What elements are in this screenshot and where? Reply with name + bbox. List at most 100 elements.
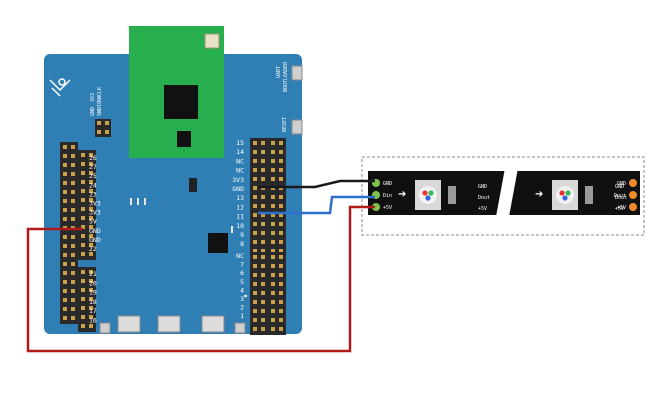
smd-parts	[130, 198, 247, 297]
debug-label: 3V3	[90, 93, 96, 102]
header-pin	[253, 249, 257, 253]
led-lens	[556, 186, 574, 204]
header-pin	[81, 171, 85, 175]
header-pin	[63, 316, 67, 320]
header-pin	[253, 273, 257, 277]
header-pin	[89, 234, 93, 238]
header-pin	[63, 244, 67, 248]
header-pin	[253, 264, 257, 268]
header-pin	[279, 204, 283, 208]
header-pin	[261, 249, 265, 253]
header-pin	[81, 306, 85, 310]
right-pin-label: 4	[240, 286, 244, 294]
header-pin	[63, 298, 67, 302]
header-pin	[271, 213, 275, 217]
header-pin	[253, 141, 257, 145]
header-pin	[63, 280, 67, 284]
led-green	[565, 190, 571, 196]
header-pin	[261, 300, 265, 304]
right-pin-label: 15	[236, 139, 244, 147]
header-pin	[261, 264, 265, 268]
header-pin	[81, 234, 85, 238]
header-pin	[89, 306, 93, 310]
arrow-right-icon: ➔	[535, 189, 543, 200]
header-pin	[89, 288, 93, 292]
module-led	[204, 33, 220, 49]
right-pin-label: NC	[236, 167, 244, 175]
header-pin	[253, 300, 257, 304]
right-pin-label: 1	[240, 312, 244, 320]
header-pin	[63, 217, 67, 221]
strip-cell-label: Dout	[615, 195, 627, 201]
header-pin	[261, 168, 265, 172]
header-pin	[63, 145, 67, 149]
reset-button[interactable]	[291, 119, 303, 135]
header-pin	[271, 150, 275, 154]
right-pin-label: GND	[232, 185, 244, 193]
strip-pad-right	[629, 191, 637, 199]
wire-power	[26, 205, 375, 353]
header-pin	[71, 298, 75, 302]
strip-cell-label: Dout	[478, 195, 490, 201]
right-pin-label: 6	[240, 269, 244, 277]
header-pin	[81, 162, 85, 166]
wire-gnd	[258, 179, 375, 189]
header-pin	[89, 180, 93, 184]
strip-break	[495, 168, 518, 222]
header-pin	[71, 316, 75, 320]
header-pin	[71, 262, 75, 266]
header-pin	[271, 141, 275, 145]
header-pin	[279, 141, 283, 145]
header-pin	[261, 318, 265, 322]
left-pin-label: 25	[89, 172, 97, 180]
left-pin-label: 26	[89, 154, 97, 162]
header-pin	[261, 255, 265, 259]
strip-pad-right-label: Dout	[614, 193, 626, 199]
header-pin	[253, 177, 257, 181]
left-pin-label: 16	[89, 317, 97, 325]
left-pin-label: GND	[89, 236, 101, 244]
header-pin	[71, 172, 75, 176]
right-pin-label: 3V3	[232, 176, 244, 184]
header-pin	[279, 327, 283, 331]
header-pin	[71, 145, 75, 149]
header-pin	[253, 318, 257, 322]
header-pin	[279, 249, 283, 253]
header-pin	[81, 225, 85, 229]
strip-pad-right	[629, 203, 637, 211]
led-blue	[562, 195, 568, 201]
header-pin	[81, 189, 85, 193]
left-pin-label: 20	[89, 279, 97, 287]
header-pin	[253, 204, 257, 208]
right-pin-label: 11	[236, 213, 244, 221]
led-lens	[419, 186, 437, 204]
header-pin	[81, 243, 85, 247]
header-pin	[71, 163, 75, 167]
strip-pad-left-label: Din	[383, 193, 392, 199]
debug-label: SWCLK	[97, 87, 103, 102]
header-pin	[81, 153, 85, 157]
header-pin	[63, 208, 67, 212]
header-pin	[89, 225, 93, 229]
left-pin-label: 21	[89, 270, 97, 278]
strip-pad-left	[372, 203, 380, 211]
strip-cell-label: +5V	[478, 206, 487, 212]
header-pin	[81, 180, 85, 184]
header-pin	[271, 291, 275, 295]
header-pin	[279, 159, 283, 163]
header-pin	[63, 235, 67, 239]
header-pin	[253, 222, 257, 226]
strip-cell-label: GND	[478, 184, 487, 190]
left-pin-label: 23	[89, 190, 97, 198]
uart-bootloader-button[interactable]	[291, 65, 303, 81]
header-pin	[279, 222, 283, 226]
strip-pad-right-label: GND	[617, 181, 626, 187]
header-pin	[261, 150, 265, 154]
header-pin	[261, 213, 265, 217]
header-pin	[279, 150, 283, 154]
header-pin	[81, 216, 85, 220]
header-pin	[279, 231, 283, 235]
header-pin	[271, 255, 275, 259]
header-pin	[271, 300, 275, 304]
header-pin	[89, 162, 93, 166]
